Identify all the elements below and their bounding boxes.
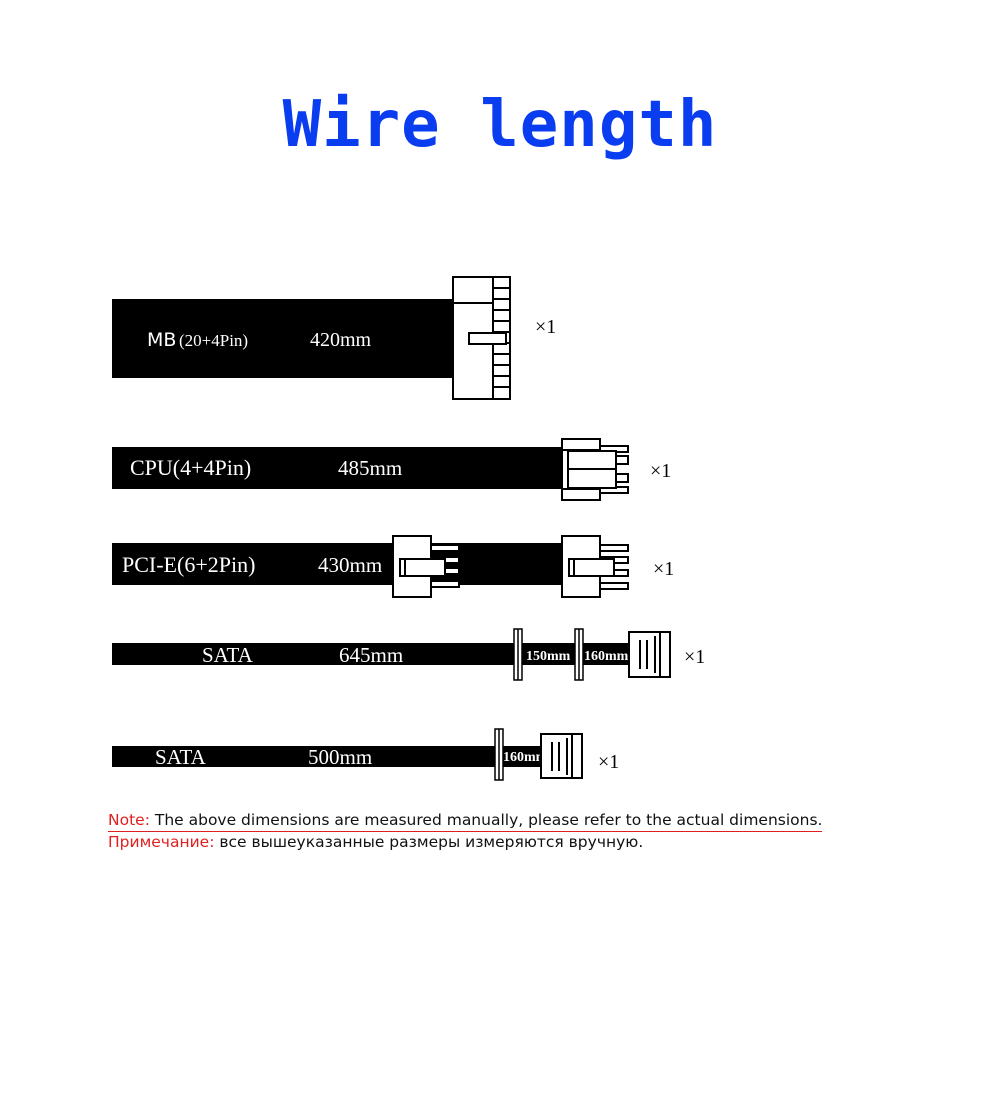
- note-russian-text: все вышеуказанные размеры измеряются вру…: [214, 833, 644, 851]
- cable-sata-1-name: SATA: [202, 643, 254, 667]
- cable-mb-name-prefix: MB: [147, 329, 176, 351]
- cable-cpu-length: 485mm: [338, 456, 402, 480]
- cable-pcie-name: PCI-E(6+2Pin): [122, 552, 255, 577]
- atx-24pin-connector: [452, 276, 511, 400]
- page-title: Wire length: [282, 88, 718, 162]
- note-english: Note: The above dimensions are measured …: [108, 810, 823, 832]
- cable-cpu-wire: [112, 447, 564, 489]
- cable-pcie-wire: [112, 543, 564, 585]
- cable-sata-1-segment-2: 160mm: [584, 649, 629, 664]
- note-english-key: Note:: [108, 811, 150, 829]
- sata-1-end-connector: [628, 631, 671, 678]
- cable-cpu: CPU(4+4Pin) 485mm ×1: [112, 438, 671, 501]
- note-russian-key: Примечание:: [108, 833, 215, 851]
- sata-1-inline-connector-b: [574, 628, 584, 681]
- cable-sata-1: SATA 645mm 150mm 160mm ×1: [112, 628, 705, 681]
- sata-1-inline-connector-a: [513, 628, 523, 681]
- cable-cpu-name: CPU(4+4Pin): [130, 455, 251, 480]
- cable-mb-name-suffix: (20+4Pin): [179, 331, 248, 350]
- sata-2-end-connector: [540, 733, 583, 779]
- cable-sata-1-wire: [112, 643, 630, 665]
- cable-sata-1-segment-1: 150mm: [526, 649, 571, 664]
- cable-sata-1-length: 645mm: [339, 643, 403, 667]
- cable-sata-2-quantity: ×1: [598, 751, 619, 773]
- sata-2-inline-connector: [494, 728, 504, 781]
- cpu-8pin-connector: [561, 438, 629, 501]
- cable-sata-2-wire: [112, 746, 542, 767]
- pcie-middle-connector: [392, 535, 460, 598]
- cable-cpu-quantity: ×1: [650, 460, 671, 482]
- cable-pcie: PCI-E(6+2Pin) 430mm ×1: [112, 535, 674, 598]
- cable-sata-1-quantity: ×1: [684, 646, 705, 668]
- note-russian: Примечание: все вышеуказанные размеры из…: [108, 832, 822, 853]
- cable-mb-quantity: ×1: [535, 316, 556, 338]
- pcie-end-connector: [561, 535, 629, 598]
- cable-mb-length: 420mm: [310, 329, 372, 351]
- cable-sata-2-segment-1: 160mm: [503, 750, 548, 765]
- cable-sata-2: SATA 500mm 160mm ×1: [112, 728, 619, 781]
- cable-sata-2-length: 500mm: [308, 745, 372, 769]
- cable-mb-wire: [112, 299, 457, 378]
- cable-mb: MB (20+4Pin) 420mm ×1: [112, 276, 556, 400]
- note-english-text: The above dimensions are measured manual…: [149, 811, 823, 829]
- cable-pcie-quantity: ×1: [653, 558, 674, 580]
- notes-section: Note: The above dimensions are measured …: [108, 810, 823, 853]
- cable-pcie-length: 430mm: [318, 553, 382, 577]
- cable-sata-2-name: SATA: [155, 745, 207, 769]
